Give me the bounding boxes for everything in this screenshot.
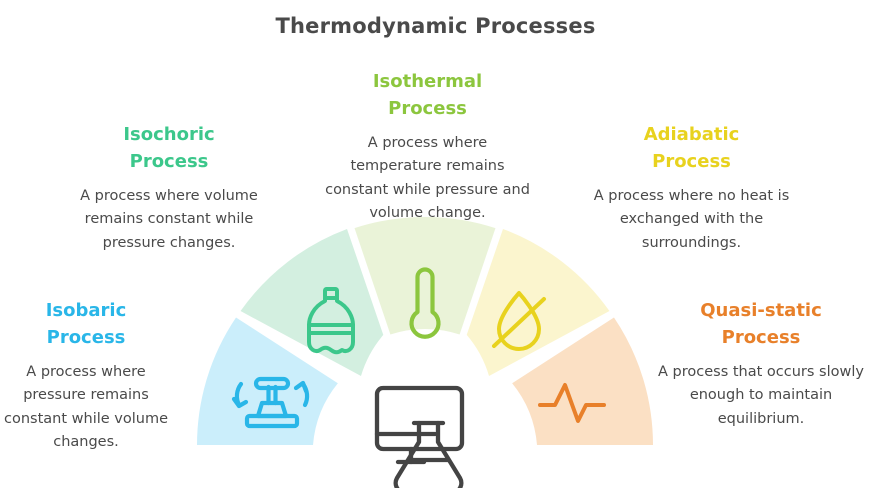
process-description-isochoric: A process where volume remains constant … [80, 188, 258, 251]
plastic-bottle-icon [307, 287, 355, 355]
fan-segment-quasistatic[interactable] [512, 317, 653, 445]
process-block-isochoric: Isochoric Process A process where volume… [58, 121, 280, 255]
process-heading-line1: Quasi-static [700, 300, 822, 321]
process-heading-line2: Process [652, 151, 731, 172]
process-heading-quasistatic: Quasi-static Process [655, 297, 867, 351]
process-block-isothermal: Isothermal Process A process where tempe… [325, 68, 530, 226]
pulse-wave-icon [538, 383, 606, 423]
thermometer-icon [409, 267, 441, 339]
process-description-isothermal: A process where temperature remains cons… [325, 135, 530, 222]
piston-rotate-icon [231, 376, 310, 429]
process-heading-isobaric: Isobaric Process [2, 297, 170, 351]
process-heading-line2: Process [129, 151, 209, 172]
process-heading-line2: Process [721, 327, 801, 348]
fan-segment-isothermal[interactable] [354, 216, 496, 335]
process-description-adiabatic: A process where no heat is exchanged wit… [593, 188, 790, 251]
process-heading-isothermal: Isothermal Process [325, 68, 530, 122]
process-description-isobaric: A process where pressure remains constan… [4, 364, 168, 451]
process-description-quasistatic: A process that occurs slowly enough to m… [658, 364, 864, 427]
process-block-isobaric: Isobaric Process A process where pressur… [2, 297, 170, 455]
process-heading-isochoric: Isochoric Process [58, 121, 280, 175]
fan-segment-adiabatic[interactable] [466, 228, 610, 376]
process-block-adiabatic: Adiabatic Process A process where no hea… [590, 121, 793, 255]
process-heading-line1: Adiabatic [643, 124, 740, 145]
process-heading-adiabatic: Adiabatic Process [590, 121, 793, 175]
process-heading-line1: Isothermal [372, 71, 483, 92]
process-heading-line2: Process [46, 327, 126, 348]
process-heading-line2: Process [388, 98, 467, 119]
process-heading-line1: Isobaric [45, 300, 127, 321]
fan-segment-isobaric[interactable] [197, 317, 338, 445]
monitor-flask-icon [374, 385, 465, 488]
process-heading-line1: Isochoric [123, 124, 215, 145]
process-block-quasistatic: Quasi-static Process A process that occu… [655, 297, 867, 431]
no-droplet-icon [492, 291, 546, 351]
page-title: Thermodynamic Processes [275, 14, 596, 38]
